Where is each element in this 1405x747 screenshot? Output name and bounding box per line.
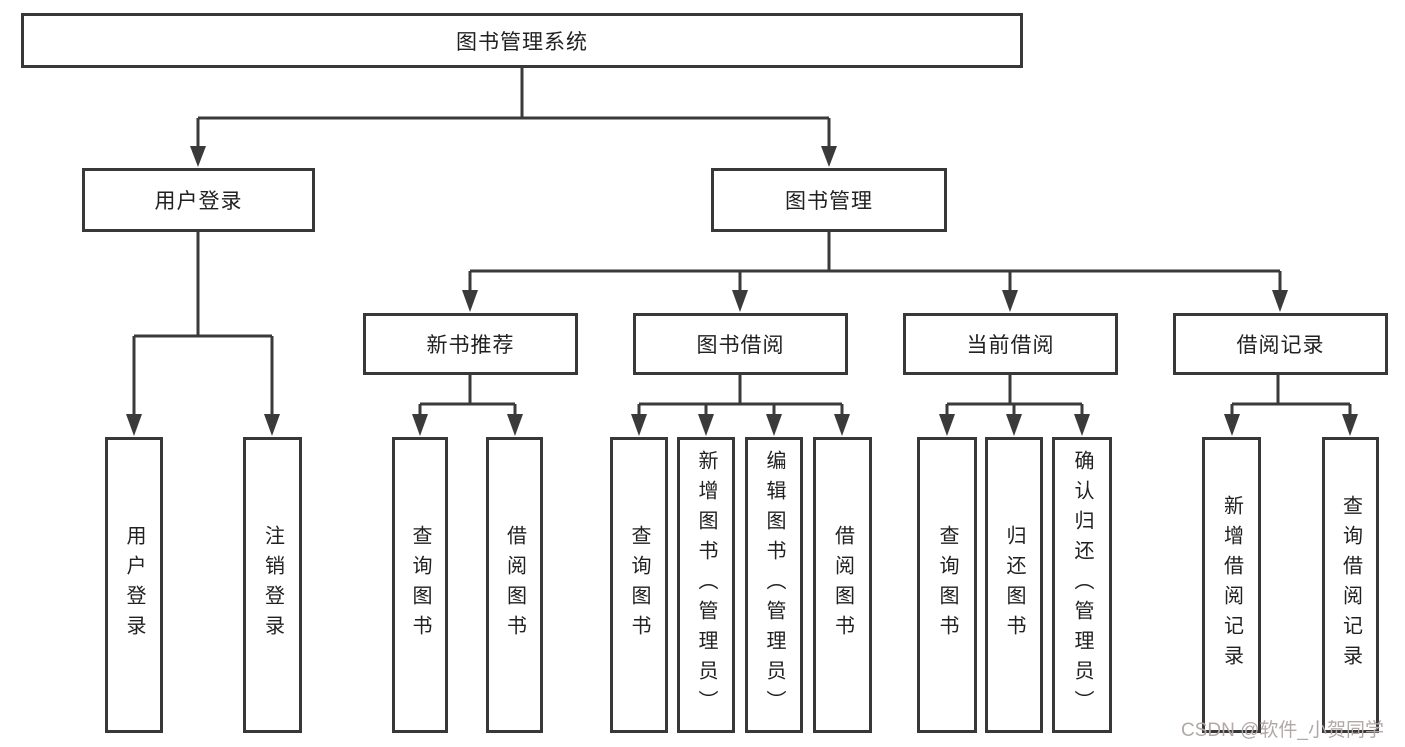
arrowhead [1342,414,1358,436]
node-root-label: 图书管理系统 [456,30,588,54]
node-book-borrow-label: 图书借阅 [696,334,785,357]
arrowhead [1006,414,1022,436]
arrowhead [507,414,523,436]
leaf-label: 注销登录 [261,525,284,645]
leaf-query-books-recommend: 查询图书 [392,437,448,733]
node-book-management-label: 图书管理 [785,190,873,213]
node-borrow-records-label: 借阅记录 [1236,334,1325,357]
leaf-add-books-admin: 新增图书（管理员） [677,437,735,733]
node-current-borrow: 当前借阅 [903,313,1118,375]
leaf-query-borrow-record: 查询借阅记录 [1322,437,1379,733]
node-root: 图书管理系统 [21,13,1023,68]
connector-bookmgmt-to-level3 [468,232,1282,291]
arrowhead [939,414,955,436]
leaf-borrow-books: 借阅图书 [813,437,872,733]
node-user-login-label: 用户登录 [154,190,243,213]
arrowhead [462,290,478,312]
leaf-confirm-return-admin: 确认归还（管理员） [1052,437,1112,733]
arrowhead [190,146,206,167]
leaf-label: 确认归还（管理员） [1071,450,1093,720]
leaf-query-books-borrow: 查询图书 [610,437,668,733]
arrowhead [412,414,428,436]
leaf-user-login: 用户登录 [105,437,163,733]
leaf-label: 查询图书 [936,525,958,645]
arrowheads [126,146,1358,436]
leaf-label: 查询借阅记录 [1339,495,1362,675]
arrowhead [631,414,647,436]
leaf-query-books-current: 查询图书 [917,437,977,733]
connector-records-to-leaves [1230,375,1352,415]
node-user-login: 用户登录 [82,168,315,232]
leaf-edit-books-admin: 编辑图书（管理员） [745,437,803,733]
leaf-label: 借阅图书 [831,525,854,645]
connector-userlogin-to-leaves [132,232,274,415]
arrowhead [732,290,748,312]
connector-borrow-to-leaves [637,375,844,415]
leaf-label: 编辑图书（管理员） [763,450,785,720]
leaf-label: 查询图书 [628,525,650,645]
connector-root-to-level2 [196,68,831,147]
node-new-book-recommend: 新书推荐 [363,313,578,375]
arrowhead [698,414,714,436]
leaf-label: 借阅图书 [503,525,526,645]
arrowhead [1074,414,1090,436]
connector-current-to-leaves [945,375,1084,415]
leaf-add-borrow-record: 新增借阅记录 [1202,437,1261,733]
leaf-borrow-books-recommend: 借阅图书 [486,437,543,733]
arrowhead [126,414,142,436]
arrowhead [264,414,280,436]
node-current-borrow-label: 当前借阅 [966,334,1055,357]
leaf-label: 用户登录 [123,525,145,645]
leaf-label: 归还图书 [1003,525,1025,645]
node-borrow-records: 借阅记录 [1173,313,1388,375]
arrowhead [1272,290,1288,312]
leaf-label: 新增图书（管理员） [695,450,717,720]
arrowhead [766,414,782,436]
arrowhead [834,414,850,436]
connector-strokes [132,68,1352,415]
node-new-book-recommend-label: 新书推荐 [426,334,515,357]
leaf-label: 新增借阅记录 [1220,495,1243,675]
node-book-borrow: 图书借阅 [633,313,848,375]
csdn-watermark: CSDN @软件_小贺同学 [1181,720,1384,741]
arrowhead [1002,290,1018,312]
connector-newbook-to-leaves [418,375,517,415]
leaf-return-books: 归还图书 [985,437,1043,733]
arrowhead [1224,414,1240,436]
leaf-label: 查询图书 [409,525,431,645]
leaf-logout: 注销登录 [243,437,302,733]
arrowhead [821,146,837,167]
node-book-management: 图书管理 [711,168,947,232]
